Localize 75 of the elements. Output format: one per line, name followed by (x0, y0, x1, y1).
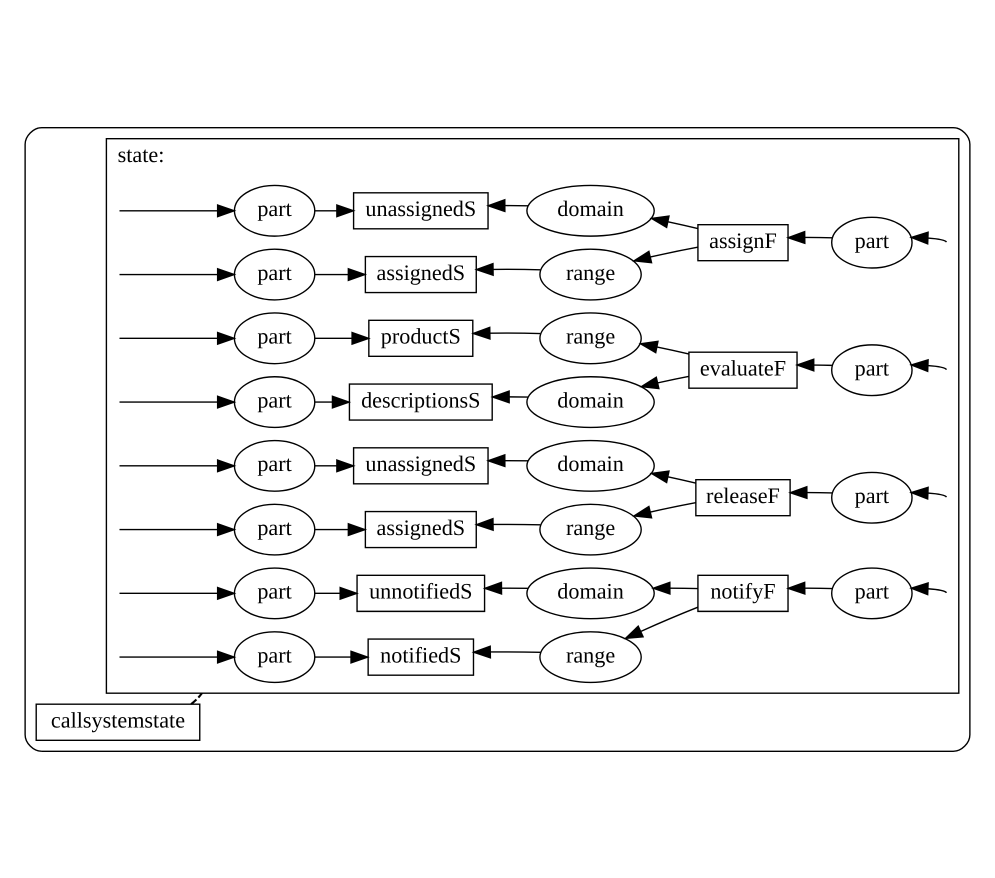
node-ellipse: domain (526, 376, 655, 428)
arrow (649, 470, 696, 484)
arrow (639, 375, 689, 389)
node-ellipse: part (831, 566, 913, 619)
arrow (786, 230, 832, 244)
arrow (632, 246, 698, 264)
arrow (119, 458, 236, 472)
arrow (909, 581, 947, 596)
connector (190, 692, 203, 704)
arrow (651, 580, 698, 594)
node-box: assignedS (364, 255, 477, 293)
node-ellipse: part (234, 376, 316, 428)
arrow (474, 262, 540, 276)
arrow (314, 331, 371, 345)
node-ellipse: range (539, 312, 642, 364)
node-ellipse: domain (526, 566, 655, 619)
node-ellipse: domain (526, 439, 655, 492)
arrow (472, 644, 540, 658)
arrow (486, 198, 528, 212)
node-ellipse: part (234, 566, 316, 619)
node-ellipse: range (539, 248, 642, 300)
arrow (314, 204, 356, 218)
arrow (119, 204, 236, 218)
node-box: productS (368, 319, 474, 357)
node-box: releaseF (695, 478, 791, 516)
node-box: callsystemstate (36, 703, 200, 740)
arrow (314, 522, 368, 536)
arrow (638, 340, 689, 354)
node-ellipse: range (539, 630, 642, 683)
arrow (788, 485, 832, 499)
arrow (909, 486, 947, 500)
node-box: unnotifiedS (356, 574, 486, 612)
arrow (909, 230, 947, 244)
node-ellipse: domain (526, 184, 655, 236)
node-box: unassignedS (352, 192, 489, 229)
arrow (119, 650, 236, 664)
node-ellipse: part (234, 312, 316, 364)
node-ellipse: part (831, 216, 913, 268)
arrow (490, 390, 528, 404)
arrow (486, 453, 528, 467)
node-box: evaluateF (688, 350, 798, 388)
node-ellipse: part (234, 503, 316, 556)
arrow (314, 586, 359, 600)
node-box: notifyF (697, 574, 789, 612)
node-ellipse: part (234, 439, 316, 492)
arrow (314, 458, 356, 472)
node-box: assignedS (364, 510, 477, 548)
node-box: descriptionsS (348, 382, 493, 420)
arrow (119, 522, 236, 536)
arrow (909, 358, 947, 372)
node-ellipse: part (831, 471, 913, 524)
arrow (786, 580, 832, 594)
arrow (314, 394, 352, 408)
arrow (314, 650, 370, 664)
node-box: assignF (697, 223, 789, 261)
arrow (632, 501, 696, 518)
node-box: notifiedS (367, 638, 474, 676)
arrow (474, 517, 540, 531)
arrow (482, 580, 528, 594)
arrow (119, 394, 236, 408)
cluster (24, 126, 971, 752)
node-ellipse: range (539, 503, 642, 556)
arrow (624, 606, 698, 639)
node-ellipse: part (831, 344, 913, 396)
node-box: unassignedS (352, 446, 489, 484)
arrow (471, 326, 540, 340)
arrow (795, 358, 832, 372)
node-ellipse: part (234, 248, 316, 300)
arrow (649, 214, 698, 229)
node-ellipse: part (234, 630, 316, 683)
arrow (119, 586, 236, 600)
arrow (314, 267, 368, 281)
node-ellipse: part (234, 184, 316, 236)
arrow (119, 267, 236, 281)
arrow (119, 331, 236, 345)
